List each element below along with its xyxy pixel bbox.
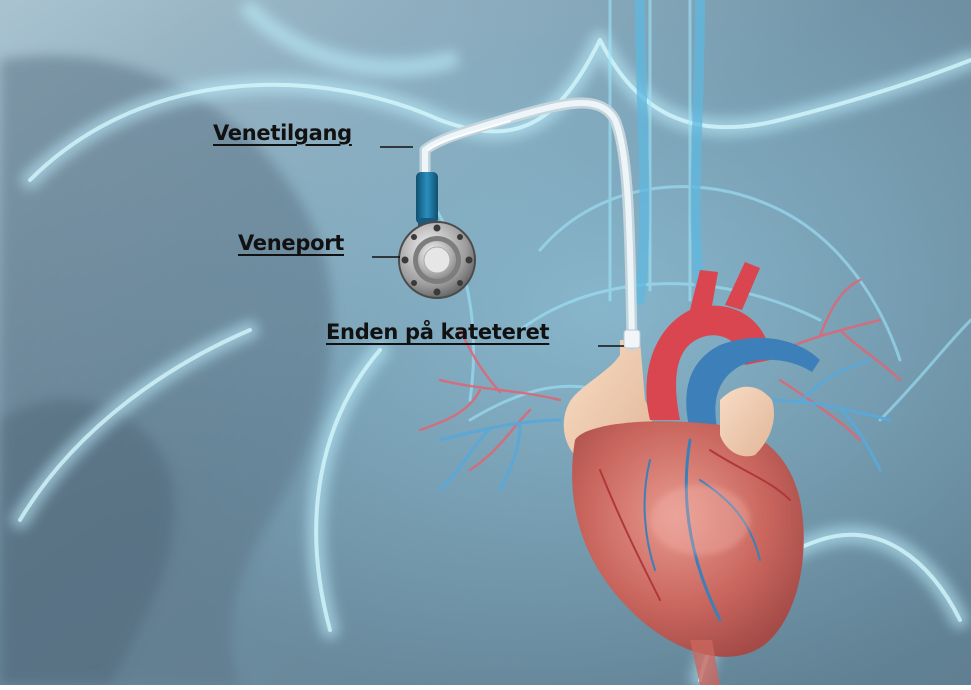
label-venous-port: Veneport [238,231,344,255]
catheter-connector [416,172,438,224]
catheter-tip [624,330,640,348]
venous-port [399,222,475,298]
label-catheter-tip: Enden på kateteret [326,320,549,344]
label-venous-access: Venetilgang [213,121,352,145]
